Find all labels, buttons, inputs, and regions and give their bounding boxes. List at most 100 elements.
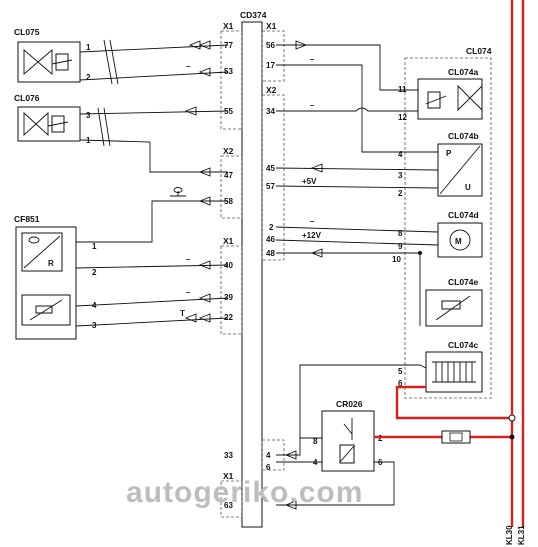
junction-kl30-relay	[509, 434, 515, 440]
connector-x1-label-left-bottom: X1	[223, 471, 234, 481]
cf851-sensor-r	[21, 232, 63, 272]
term-12: 12	[398, 113, 407, 122]
term-4-cf851: 4	[92, 301, 97, 310]
wire-pin57-to-2	[275, 185, 439, 189]
cl076-label: CL076	[14, 93, 40, 103]
arrow-pin-47	[198, 167, 211, 177]
wire-cf851-2	[75, 264, 229, 269]
wire-pin46-to-9	[275, 239, 439, 246]
connector-x2-right	[261, 94, 285, 261]
term-3-b: 3	[398, 171, 403, 180]
cl074d-motor	[437, 222, 483, 258]
pin-56: 56	[266, 41, 275, 50]
wire-cf851-1	[76, 200, 228, 243]
term-2-relay: 2	[378, 434, 383, 443]
term-2-cl075: 2	[86, 73, 91, 82]
term-4-relay: 4	[313, 458, 318, 467]
junction-kl30-heater	[508, 414, 516, 422]
cl074-label: CL074	[466, 46, 492, 56]
pin-34: 34	[266, 107, 275, 116]
connector-x1-right-top	[261, 30, 285, 82]
cl074d-label: CL074d	[448, 210, 479, 220]
wire-pin34-to-12	[276, 107, 418, 112]
fuse-symbol	[441, 430, 471, 444]
pin-6: 6	[266, 463, 271, 472]
pin-55: 55	[224, 107, 233, 116]
sign-minus-40: –	[186, 255, 191, 264]
pin-53: 53	[224, 67, 233, 76]
wire-pin17-to-cl074b-4	[276, 64, 438, 153]
cl074a-valve-symbol	[417, 78, 483, 120]
wire-cl075-1	[79, 44, 229, 53]
cl074a-label: CL074a	[448, 67, 479, 77]
cl074b-p-label: P	[446, 149, 452, 158]
cl075-label: CL075	[14, 27, 40, 37]
wire-relay6-to-pin63	[276, 461, 395, 506]
wire-pin56-to-11	[276, 44, 418, 91]
connector-x2-label-left: X2	[223, 146, 234, 156]
arrow-pin-40	[198, 260, 211, 270]
pin-39: 39	[224, 293, 233, 302]
pin-40: 40	[224, 261, 233, 270]
sign-t-22: T	[180, 309, 185, 318]
sign-minus-53: –	[186, 62, 191, 71]
cl074c-label: CL074c	[448, 340, 479, 350]
arrow-pin-33	[284, 450, 297, 460]
term-8-relay: 8	[313, 437, 318, 446]
term-9: 9	[398, 242, 403, 251]
term-5-c: 5	[398, 367, 403, 376]
wire-pin33-to-relay8	[276, 364, 427, 456]
pin-58: 58	[224, 197, 233, 206]
cl074e-sensor	[425, 289, 483, 327]
cr026-label: CR026	[336, 399, 363, 409]
pin-33: 33	[224, 451, 233, 460]
pin-77: 77	[224, 41, 233, 50]
cl074c-heater	[425, 351, 483, 393]
connector-x1-label-left-top: X1	[223, 21, 234, 31]
term-10: 10	[392, 255, 401, 264]
term-6-relay: 6	[378, 458, 383, 467]
pin-63: 63	[224, 501, 233, 510]
sign-minus-17: –	[310, 55, 315, 64]
connector-x2-left	[220, 155, 243, 219]
pin-46: 46	[266, 235, 275, 244]
arrow-pin-22	[184, 313, 211, 323]
cl076-valve-symbol	[17, 106, 81, 142]
term-2-b: 2	[398, 189, 403, 198]
arrow-pin-48	[310, 248, 323, 258]
cl074b-label: CL074b	[448, 131, 479, 141]
pin-4: 4	[266, 451, 271, 460]
kl30-label: KL30	[505, 525, 514, 545]
pin-17: 17	[266, 61, 275, 70]
connector-x1-left-bottom	[220, 480, 243, 518]
cl074e-label: CL074e	[448, 277, 479, 287]
term-8: 8	[398, 229, 403, 238]
cr026-relay-symbol	[321, 410, 375, 472]
wire-cl075-2	[79, 71, 229, 81]
arrow-pin-56	[295, 40, 308, 50]
sign-minus-39: –	[186, 288, 191, 297]
connector-x1-label-right-top: X1	[266, 21, 277, 31]
connector-x1-left-top	[220, 30, 243, 130]
wire-pin2-to-8	[275, 226, 439, 233]
arrow-pin-55	[184, 106, 197, 116]
arrow-pin-63	[284, 500, 297, 510]
arrow-pin-58	[198, 196, 211, 206]
sign-plus5v: +5V	[302, 177, 317, 186]
arrow-pin-39	[198, 293, 211, 303]
cl074b-pressure-sensor	[437, 143, 483, 197]
pin-2: 2	[269, 223, 274, 232]
cl074b-u-label: U	[465, 183, 471, 192]
sign-plus12v: +12V	[302, 231, 322, 240]
term-4-b: 4	[398, 150, 403, 159]
wire-cf851-4	[75, 297, 229, 307]
term-1-cf851: 1	[92, 242, 97, 251]
cl074d-motor-label: M	[455, 237, 462, 246]
cf851-r-label: R	[48, 259, 54, 268]
connector-x1-label-left-mid: X1	[223, 236, 234, 246]
pin-22: 22	[224, 313, 233, 322]
heater-supply-wire	[395, 385, 512, 420]
cd374-label: CD374	[240, 10, 267, 20]
term-6-c: 6	[398, 379, 403, 388]
